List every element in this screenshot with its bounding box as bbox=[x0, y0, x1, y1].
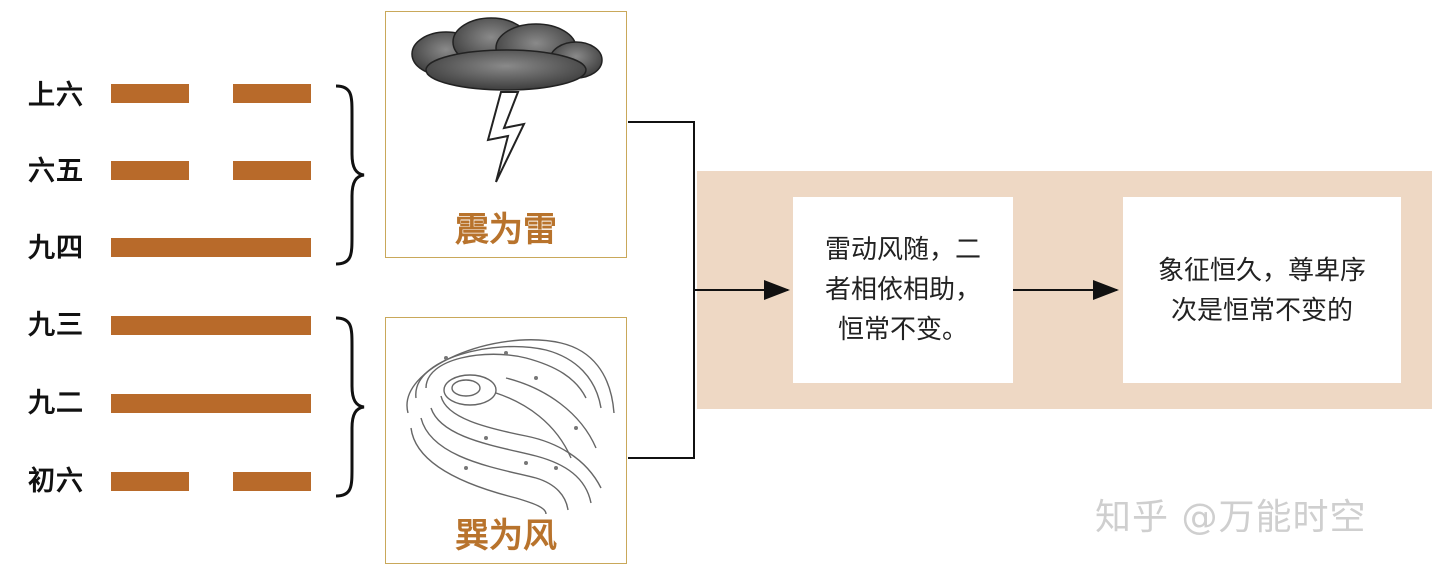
interpretation-line-2: 者相依相助， bbox=[824, 275, 981, 305]
line-4-solid-segment bbox=[111, 316, 311, 335]
meaning-card: 象征恒久，尊卑序 次是恒常不变的 bbox=[1123, 197, 1401, 383]
line-2-right-segment bbox=[233, 161, 311, 180]
line-5-solid-segment bbox=[111, 394, 311, 413]
line-6-left-segment bbox=[111, 472, 189, 491]
lower-trigram-box: 巽为风 bbox=[385, 317, 627, 564]
line-2-left-segment bbox=[111, 161, 189, 180]
lightning-icon bbox=[486, 91, 526, 183]
upper-trigram-box: 震为雷 bbox=[385, 11, 627, 258]
line-label-top-six: 上六 bbox=[28, 80, 84, 111]
line-label-initial-six: 初六 bbox=[28, 466, 84, 497]
line-label-nine-three: 九三 bbox=[28, 310, 84, 341]
bracket-connector bbox=[628, 121, 695, 459]
line-6-right-segment bbox=[233, 472, 311, 491]
interpretation-line-3: 恒常不变。 bbox=[837, 315, 968, 345]
line-label-nine-two: 九二 bbox=[28, 388, 84, 419]
meaning-line-2: 次是恒常不变的 bbox=[1170, 296, 1353, 326]
line-label-nine-four: 九四 bbox=[28, 233, 84, 264]
watermark-text: 知乎 @万能时空 bbox=[1095, 497, 1367, 538]
lower-brace-icon bbox=[335, 316, 365, 498]
upper-brace-icon bbox=[335, 84, 365, 266]
interpretation-line-1: 雷动风随，二 bbox=[824, 235, 981, 265]
line-label-six-five: 六五 bbox=[28, 156, 84, 187]
upper-trigram-title: 震为雷 bbox=[455, 210, 557, 250]
thunder-cloud-icon bbox=[411, 17, 603, 183]
line-3-solid-segment bbox=[111, 238, 311, 257]
lower-trigram-title: 巽为风 bbox=[455, 516, 557, 556]
whirlwind-icon bbox=[406, 339, 615, 515]
meaning-line-1: 象征恒久，尊卑序 bbox=[1157, 256, 1366, 286]
interpretation-card: 雷动风随，二 者相依相助， 恒常不变。 bbox=[793, 197, 1013, 383]
line-1-right-segment bbox=[233, 84, 311, 103]
line-1-left-segment bbox=[111, 84, 189, 103]
